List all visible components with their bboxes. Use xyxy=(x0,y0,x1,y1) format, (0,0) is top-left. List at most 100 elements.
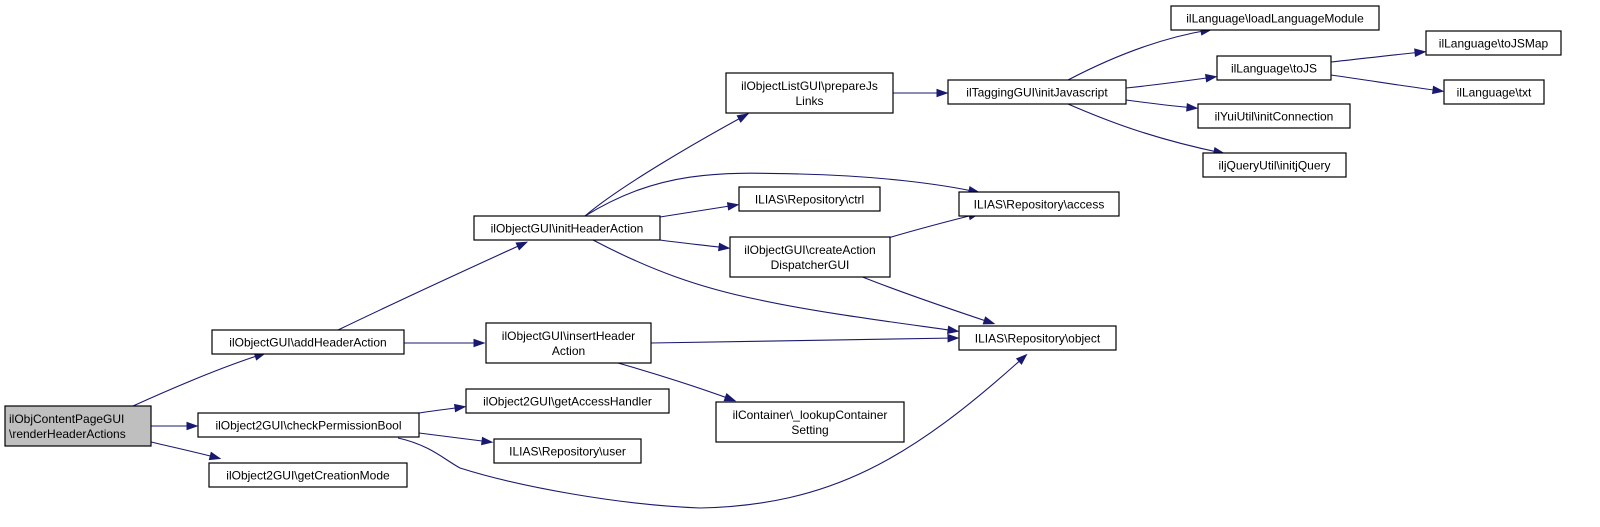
node-box[interactable] xyxy=(1425,30,1562,56)
node-txt[interactable]: ilLanguage\txt xyxy=(1443,79,1545,105)
node-box[interactable] xyxy=(1216,55,1332,81)
node-ctrl[interactable]: ILIAS\Repository\ctrl xyxy=(738,186,881,212)
node-label: ilObject2GUI\getCreationMode xyxy=(226,469,390,483)
arrowhead-icon xyxy=(936,88,949,98)
edge-line xyxy=(1330,74,1442,92)
node-box[interactable] xyxy=(211,329,405,355)
edge-line xyxy=(1067,103,1223,154)
node-label: ilObject2GUI\getAccessHandler xyxy=(483,395,652,409)
node-initJs[interactable]: ilTaggingGUI\initJavascript xyxy=(947,79,1127,105)
nodes-layer: ilObjContentPageGUI\renderHeaderActions i… xyxy=(4,5,1562,488)
edge-line xyxy=(132,353,264,407)
edge-line xyxy=(1330,51,1424,63)
node-box[interactable] xyxy=(197,412,420,438)
node-box[interactable] xyxy=(493,438,642,464)
node-box[interactable] xyxy=(473,215,661,241)
node-label: ILIAS\Repository\object xyxy=(975,332,1101,346)
edge-line xyxy=(337,242,526,331)
node-label: Links xyxy=(795,94,823,108)
edge-line xyxy=(1125,76,1215,89)
edge-initHA-to-object xyxy=(592,239,960,335)
edge-prepJs-to-initJs xyxy=(893,88,949,98)
node-checkPB[interactable]: ilObject2GUI\checkPermissionBool xyxy=(197,412,420,438)
node-root[interactable]: ilObjContentPageGUI\renderHeaderActions xyxy=(4,405,152,447)
node-box[interactable] xyxy=(947,79,1127,105)
edge-checkPB-to-object xyxy=(397,353,1028,509)
edge-line xyxy=(418,432,491,443)
node-box[interactable] xyxy=(1202,152,1347,178)
arrowhead-icon xyxy=(1205,73,1218,83)
edge-line xyxy=(150,441,219,459)
edge-toJS-to-toJSMap xyxy=(1330,48,1427,63)
node-label: ilLanguage\toJS xyxy=(1231,62,1317,76)
edges-layer xyxy=(132,27,1445,509)
node-label: \renderHeaderActions xyxy=(9,427,126,441)
edge-line xyxy=(1125,99,1196,109)
edge-root-to-addHA xyxy=(132,352,267,407)
edge-line xyxy=(650,337,957,344)
node-toJS[interactable]: ilLanguage\toJS xyxy=(1216,55,1332,81)
node-box[interactable] xyxy=(1170,5,1380,31)
edge-insertHA-to-object xyxy=(650,333,960,344)
edge-checkPB-to-getAH xyxy=(418,403,467,414)
node-label: ilObjectListGUI\prepareJs xyxy=(741,79,878,93)
node-box[interactable] xyxy=(729,236,891,278)
edge-initHA-to-ctrl xyxy=(659,202,740,218)
node-label: ILIAS\Repository\user xyxy=(509,445,626,459)
edge-line xyxy=(659,204,737,218)
arrowhead-icon xyxy=(1186,102,1199,112)
edge-createAD-to-object xyxy=(859,275,996,325)
node-label: ILIAS\Repository\access xyxy=(974,198,1105,212)
edge-line xyxy=(887,213,978,239)
edge-line xyxy=(859,275,993,324)
node-initjQ[interactable]: iljQueryUtil\initjQuery xyxy=(1202,152,1347,178)
node-initHA[interactable]: ilObjectGUI\initHeaderAction xyxy=(473,215,661,241)
edge-line xyxy=(397,355,1026,509)
node-box[interactable] xyxy=(958,191,1120,217)
node-label: ilYuiUtil\initConnection xyxy=(1215,110,1334,124)
node-user[interactable]: ILIAS\Repository\user xyxy=(493,438,642,464)
arrowhead-icon xyxy=(723,393,737,402)
node-access[interactable]: ILIAS\Repository\access xyxy=(958,191,1120,217)
node-box[interactable] xyxy=(4,405,152,447)
node-getAH[interactable]: ilObject2GUI\getAccessHandler xyxy=(465,388,670,414)
node-label: DispatcherGUI xyxy=(771,258,850,272)
arrowhead-icon xyxy=(515,241,529,251)
arrowhead-icon xyxy=(982,316,996,325)
edge-line xyxy=(592,239,957,332)
edge-initHA-to-prepJs xyxy=(584,113,750,217)
node-box[interactable] xyxy=(465,388,670,414)
arrowhead-icon xyxy=(718,242,731,252)
node-box[interactable] xyxy=(958,325,1117,351)
node-box[interactable] xyxy=(208,462,408,488)
edge-insertHA-to-lookupCS xyxy=(617,362,737,402)
node-initConn[interactable]: ilYuiUtil\initConnection xyxy=(1197,103,1351,129)
node-box[interactable] xyxy=(738,186,881,212)
edge-initJs-to-initConn xyxy=(1125,99,1199,112)
arrowhead-icon xyxy=(1015,353,1028,365)
node-box[interactable] xyxy=(1443,79,1545,105)
arrowhead-icon xyxy=(186,421,199,431)
node-toJSMap[interactable]: ilLanguage\toJSMap xyxy=(1425,30,1562,56)
node-addHA[interactable]: ilObjectGUI\addHeaderAction xyxy=(211,329,405,355)
node-box[interactable] xyxy=(725,72,894,114)
edge-checkPB-to-user xyxy=(418,432,494,446)
edge-line xyxy=(617,362,734,401)
node-label: iljQueryUtil\initjQuery xyxy=(1218,159,1330,173)
node-loadLM[interactable]: ilLanguage\loadLanguageModule xyxy=(1170,5,1380,31)
node-box[interactable] xyxy=(1197,103,1351,129)
arrowhead-icon xyxy=(454,403,467,413)
node-box[interactable] xyxy=(715,401,905,443)
node-label: ilObject2GUI\checkPermissionBool xyxy=(215,419,401,433)
arrowhead-icon xyxy=(473,338,486,348)
node-object[interactable]: ILIAS\Repository\object xyxy=(958,325,1117,351)
node-getCM[interactable]: ilObject2GUI\getCreationMode xyxy=(208,462,408,488)
node-label: Setting xyxy=(791,423,828,437)
edge-root-to-getCM xyxy=(150,441,222,461)
node-box[interactable] xyxy=(485,322,652,364)
